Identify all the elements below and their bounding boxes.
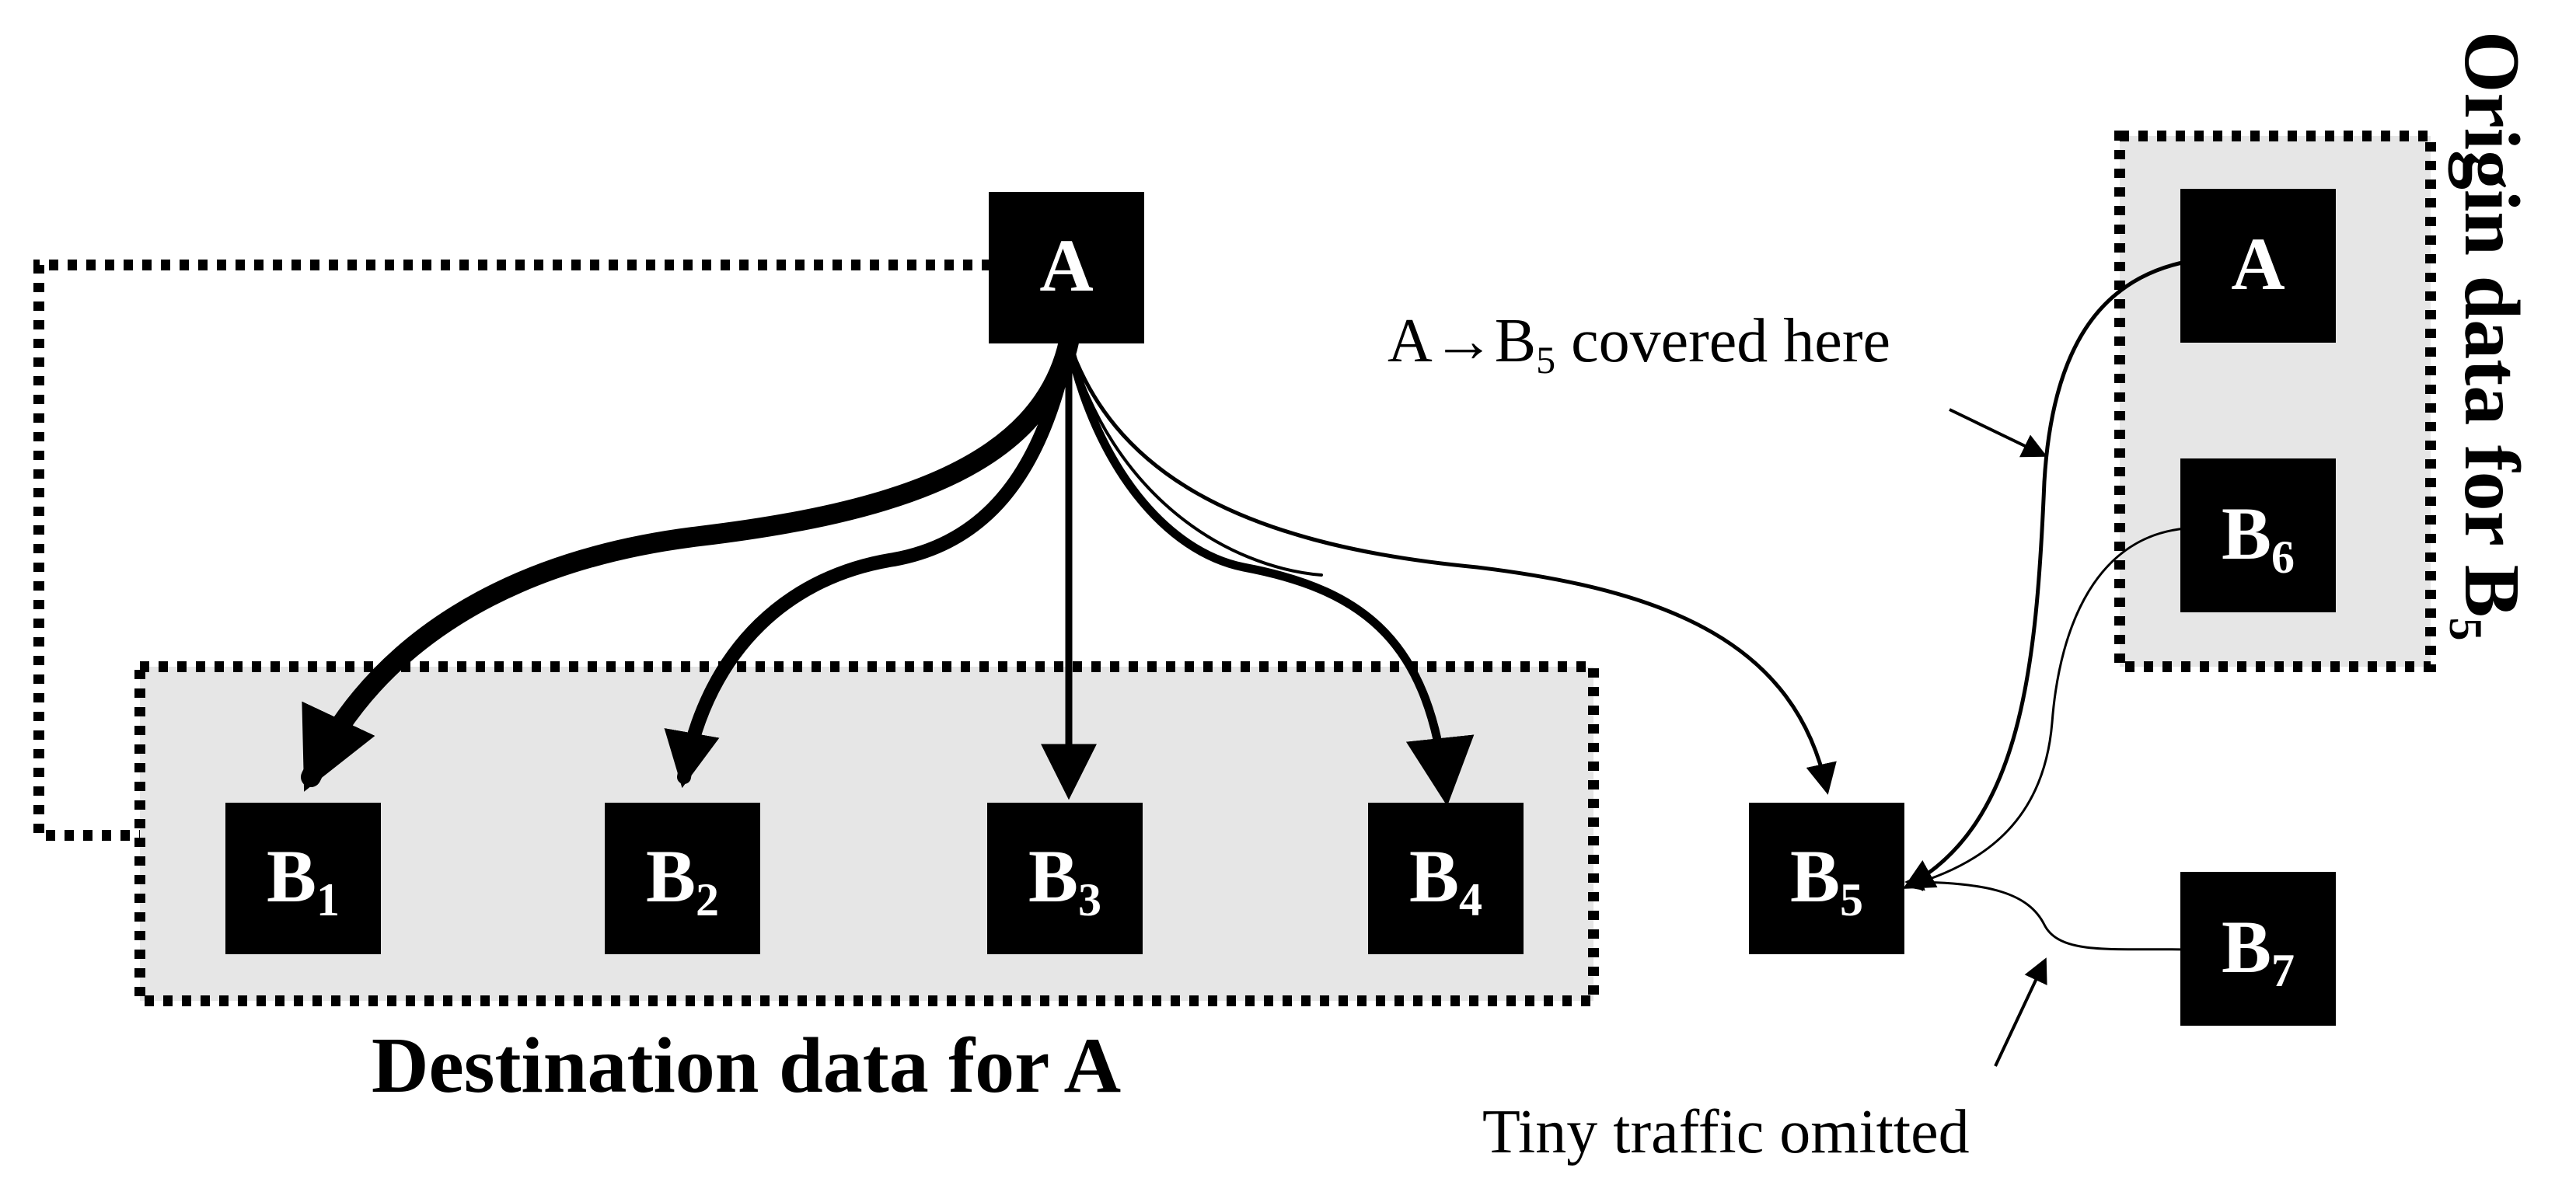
node-b5-sub: 5 xyxy=(1840,874,1863,925)
covered-note-sub: 5 xyxy=(1536,338,1555,382)
origin-caption-sub: 5 xyxy=(2440,618,2491,641)
omitted-note-pointer xyxy=(1994,957,2047,1067)
svg-text:B4: B4 xyxy=(1409,835,1482,925)
node-b6-sub: 6 xyxy=(2271,532,2295,583)
node-b4-base: B xyxy=(1409,835,1459,918)
covered-note-part2: covered here xyxy=(1555,307,1890,375)
svg-text:B6: B6 xyxy=(2222,492,2295,583)
node-b1-sub: 1 xyxy=(316,874,340,925)
node-b7: B7 xyxy=(2180,872,2336,1026)
svg-text:B3: B3 xyxy=(1028,835,1101,925)
node-b4: B4 xyxy=(1368,803,1524,954)
node-origin-a: A xyxy=(2180,189,2336,343)
flow-a-to-b4 xyxy=(1064,337,1475,807)
node-b4-sub: 4 xyxy=(1459,874,1482,925)
node-b1-base: B xyxy=(267,835,316,918)
node-origin-a-label: A xyxy=(2231,222,2285,305)
svg-text:B2: B2 xyxy=(646,835,719,925)
covered-note-pointer xyxy=(1949,408,2047,458)
flow-a-to-b2 xyxy=(664,335,1076,789)
flow-a-to-b1 xyxy=(301,332,1079,792)
node-b2: B2 xyxy=(605,803,760,954)
node-b6-base: B xyxy=(2222,492,2271,575)
flow-b7-to-b5 xyxy=(1904,873,2187,951)
flow-origin-a-to-b5 xyxy=(1902,260,2188,889)
node-b5: B5 xyxy=(1749,803,1904,954)
node-b6: B6 xyxy=(2180,458,2336,612)
flow-a-to-b5-upper xyxy=(1066,340,1837,795)
destination-region xyxy=(134,661,1599,1006)
node-b5-base: B xyxy=(1790,835,1840,918)
node-b3-sub: 3 xyxy=(1078,874,1101,925)
dotted-connector xyxy=(33,260,991,841)
node-b3-base: B xyxy=(1028,835,1078,918)
destination-caption: Destination data for A xyxy=(372,1022,1121,1110)
node-b2-sub: 2 xyxy=(696,874,719,925)
origin-caption-base: Origin data for B xyxy=(2448,31,2536,618)
svg-text:B5: B5 xyxy=(1790,835,1863,925)
omitted-note: Tiny traffic omitted xyxy=(1482,1098,1970,1166)
node-b7-base: B xyxy=(2222,905,2271,988)
node-b2-base: B xyxy=(646,835,696,918)
node-b7-sub: 7 xyxy=(2271,945,2295,996)
flow-a-to-b5-lower xyxy=(1067,340,1323,577)
node-a-label: A xyxy=(1039,224,1093,307)
origin-caption: Origin data for B5 xyxy=(2440,31,2536,641)
node-b3: B3 xyxy=(987,803,1143,954)
covered-note-part1: A→B xyxy=(1387,307,1536,375)
svg-text:B7: B7 xyxy=(2222,905,2295,996)
covered-note: A→B5 covered here xyxy=(1387,307,1890,382)
flow-b6-to-b5 xyxy=(1904,527,2187,891)
node-a: A xyxy=(989,192,1144,343)
node-b1: B1 xyxy=(225,803,381,954)
svg-text:B1: B1 xyxy=(267,835,340,925)
